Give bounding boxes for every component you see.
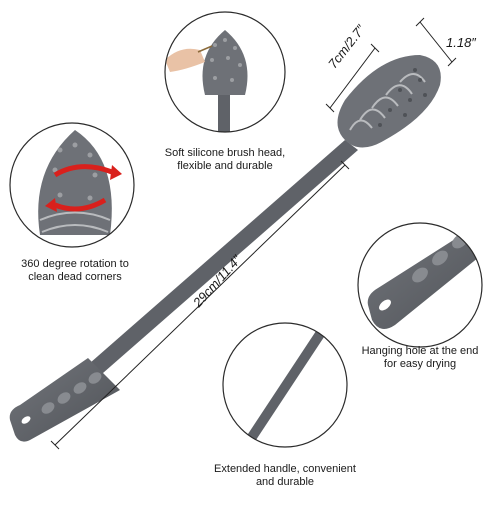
- caption-handle-line2: and durable: [255, 476, 315, 488]
- caption-brush-head-line1: Soft silicone brush head,: [164, 147, 286, 159]
- caption-hanging-hole: Hanging hole at the end for easy drying: [345, 345, 495, 371]
- head-width-label: 1.18″: [446, 35, 476, 50]
- hanging-hole-icon: [379, 299, 391, 311]
- caption-hanging-hole-line2: for easy drying: [383, 358, 457, 370]
- caption-hanging-hole-line1: Hanging hole at the end: [361, 345, 479, 357]
- dimension-lines: [50, 17, 457, 450]
- caption-brush-head: Soft silicone brush head, flexible and d…: [150, 147, 300, 173]
- brush-handle: [9, 140, 358, 442]
- zoom-circle-brush-head: [164, 11, 286, 133]
- caption-rotation-line2: clean dead corners: [28, 271, 122, 283]
- caption-handle-line1: Extended handle, convenient: [214, 463, 356, 475]
- caption-rotation-line1: 360 degree rotation to: [21, 258, 129, 270]
- brush-head: [337, 55, 441, 148]
- caption-rotation: 360 degree rotation to clean dead corner…: [0, 258, 150, 284]
- zoom-circle-handle: [222, 322, 348, 448]
- caption-handle: Extended handle, convenient and durable: [195, 463, 375, 489]
- zoom-circle-hanging-hole: [357, 222, 483, 348]
- zoom-circle-rotation: [9, 122, 135, 248]
- rotation-arrow-icon-2: [45, 198, 57, 212]
- rotation-arrow-icon: [110, 165, 122, 180]
- caption-brush-head-line2: flexible and durable: [177, 160, 273, 172]
